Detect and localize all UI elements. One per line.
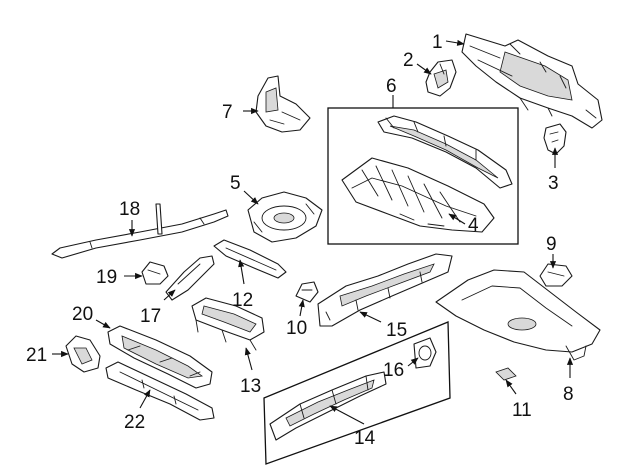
part-2-bracket[interactable] [425, 59, 457, 97]
part-21-bracket[interactable] [65, 335, 101, 373]
subassembly-box-6 [327, 107, 519, 245]
callout-4: 4 [468, 215, 479, 236]
callout-18: 18 [119, 199, 140, 220]
callout-6: 6 [386, 76, 397, 97]
part-4-floor-pan[interactable] [341, 157, 495, 233]
callout-10: 10 [286, 318, 307, 339]
callout-15: 15 [386, 320, 407, 341]
leader-11 [505, 379, 517, 395]
part-1-rear-panel[interactable] [461, 33, 603, 129]
part-13-cross-member[interactable] [191, 297, 265, 351]
subassembly-box-14 [263, 321, 451, 465]
callout-2: 2 [403, 50, 414, 71]
part-15-side-rail[interactable] [317, 253, 453, 327]
callout-7: 7 [222, 102, 233, 123]
callout-20: 20 [72, 304, 93, 325]
part-5-tire-well[interactable] [247, 191, 323, 243]
callout-17: 17 [140, 306, 161, 327]
leader-10 [298, 299, 305, 317]
part-16-plate[interactable] [413, 337, 437, 369]
callout-13: 13 [240, 376, 261, 397]
callout-12: 12 [232, 290, 253, 311]
part-12-sill[interactable] [213, 239, 287, 279]
part-3-bracket[interactable] [543, 123, 567, 155]
part-10-clip[interactable] [295, 281, 319, 303]
callout-9: 9 [546, 234, 557, 255]
part-17-reinforcement[interactable] [165, 255, 215, 301]
part-8-rear-floor[interactable] [435, 269, 601, 361]
callout-22: 22 [124, 412, 145, 433]
callout-11: 11 [512, 400, 532, 421]
part-22-floor-rail[interactable] [105, 361, 215, 421]
part-11-patch[interactable] [495, 367, 517, 381]
leader-15 [359, 311, 382, 323]
callout-8: 8 [563, 384, 574, 405]
leader-16 [407, 357, 419, 367]
part-19-bracket[interactable] [141, 261, 169, 285]
leader-1 [445, 39, 465, 46]
part-14-side-member[interactable] [269, 371, 387, 441]
leader-5 [243, 190, 259, 205]
callout-1: 1 [432, 32, 443, 53]
callout-16: 16 [383, 360, 404, 381]
part-7-bracket[interactable] [255, 75, 311, 133]
leader-13 [244, 347, 253, 371]
leader-17 [163, 289, 176, 301]
part-20-floor-rail[interactable] [107, 325, 213, 389]
leader-2 [416, 63, 432, 75]
callout-14: 14 [354, 428, 376, 449]
callout-3: 3 [548, 173, 559, 194]
leader-14 [329, 405, 365, 425]
leader-4 [448, 213, 466, 225]
leader-22 [139, 389, 151, 409]
leader-20 [95, 319, 111, 329]
part-6-cross-member[interactable] [377, 115, 513, 189]
callout-21: 21 [26, 345, 47, 366]
callout-19: 19 [96, 267, 117, 288]
part-9-bracket[interactable] [539, 263, 573, 287]
callout-5: 5 [230, 173, 241, 194]
part-18-rail[interactable] [51, 203, 229, 259]
leader-12 [238, 259, 245, 285]
